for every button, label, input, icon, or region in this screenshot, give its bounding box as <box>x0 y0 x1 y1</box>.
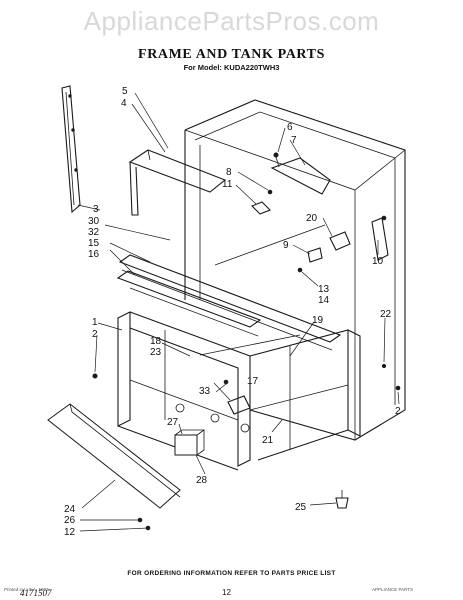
callout-11: 11 <box>222 179 233 190</box>
callout-32: 32 <box>88 227 100 238</box>
callout-18: 18 <box>150 336 162 347</box>
fine-print-left: Printed in U.S.A. 1993 <box>4 587 49 592</box>
callout-2-right: 2 <box>395 406 401 417</box>
callout-4: 4 <box>121 98 127 109</box>
callout-19: 19 <box>312 315 324 326</box>
slide-rails <box>116 224 342 351</box>
watermark: AppliancePartsPros.com <box>83 6 380 36</box>
callout-16: 16 <box>88 249 100 260</box>
right-brackets <box>297 215 389 273</box>
callout-8: 8 <box>226 167 232 178</box>
callout-22: 22 <box>380 309 392 320</box>
callout-24: 24 <box>64 504 76 515</box>
hinge-plate <box>270 152 331 195</box>
callout-14: 14 <box>318 295 330 306</box>
callout-26: 26 <box>64 515 76 526</box>
leader-lines <box>77 92 400 532</box>
callout-33: 33 <box>199 386 211 397</box>
callout-20: 20 <box>306 213 318 224</box>
callout-27: 27 <box>167 417 179 428</box>
callout-21: 21 <box>262 435 274 446</box>
page-number: 12 <box>222 588 231 597</box>
callout-23: 23 <box>150 347 162 358</box>
callout-28: 28 <box>196 475 208 486</box>
callout-15: 15 <box>88 238 100 249</box>
callout-2-left: 2 <box>92 329 98 340</box>
callout-13: 13 <box>318 284 330 295</box>
callout-9: 9 <box>283 240 289 251</box>
callout-10: 10 <box>372 256 384 267</box>
callouts: 5 4 6 7 8 11 3 30 32 15 16 20 9 10 13 14… <box>64 86 401 538</box>
callout-5: 5 <box>122 86 128 97</box>
clip-part <box>251 189 273 215</box>
tank-body <box>184 99 406 441</box>
callout-3: 3 <box>93 204 99 215</box>
callout-17: 17 <box>247 376 259 387</box>
document-number: 4171507 <box>20 588 52 598</box>
callout-25: 25 <box>295 502 307 513</box>
model-subtitle: For Model: KUDA220TWH3 <box>183 63 280 72</box>
callout-1: 1 <box>92 317 98 328</box>
callout-7: 7 <box>291 135 297 146</box>
callout-6: 6 <box>287 122 293 133</box>
top-tube <box>128 149 227 216</box>
callout-12: 12 <box>64 527 76 538</box>
side-rail <box>61 85 81 214</box>
page-title: FRAME AND TANK PARTS <box>138 47 325 62</box>
fine-print-right: APPLIANCE PARTS <box>372 587 414 592</box>
ordering-instruction: FOR ORDERING INFORMATION REFER TO PARTS … <box>127 570 336 577</box>
callout-30: 30 <box>88 216 100 227</box>
